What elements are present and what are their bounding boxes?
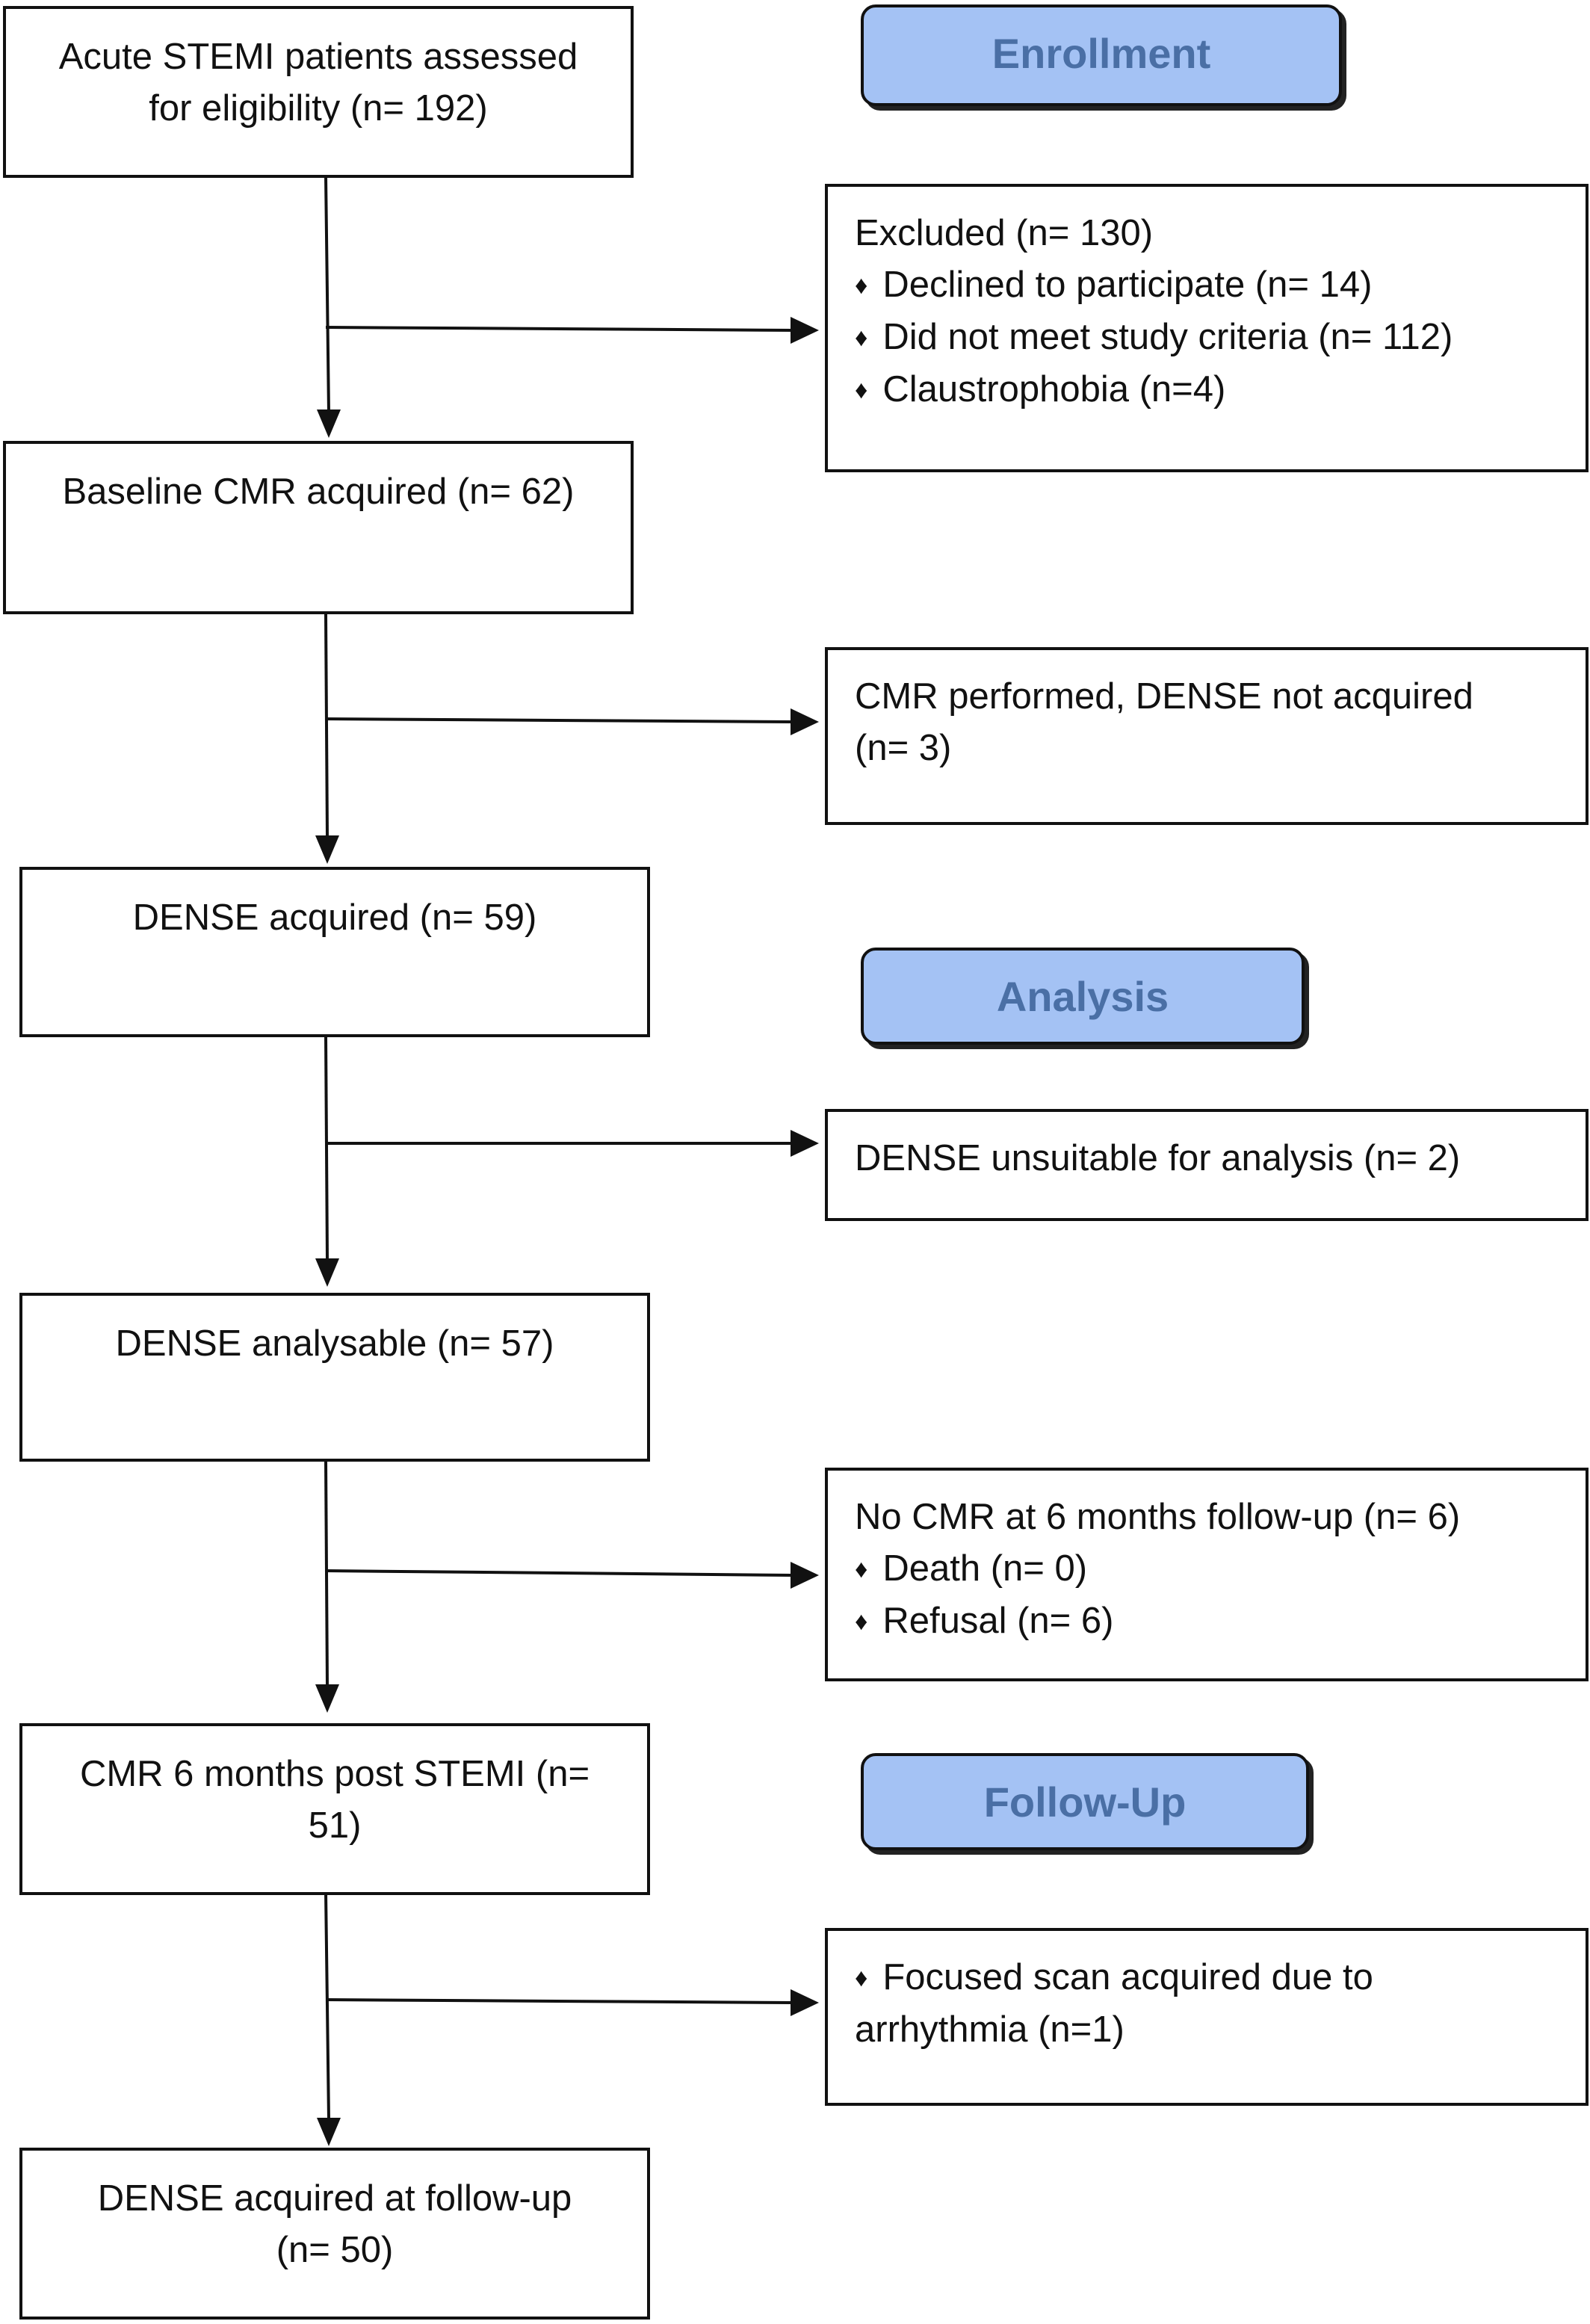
arrow-baseline-to-dense (324, 614, 329, 838)
diamond-bullet-icon: ♦ (855, 1555, 868, 1583)
arrow-to-focused (325, 1998, 793, 2004)
no-cmr-item: ♦Death (n= 0) (855, 1543, 1586, 1595)
diamond-bullet-icon: ♦ (855, 324, 868, 352)
box-cmr-6-months: CMR 6 months post STEMI (n= 51) (19, 1723, 650, 1895)
arrow-analysable-to-cmr6m (324, 1459, 329, 1687)
box-dense-followup: DENSE acquired at follow-up (n= 50) (19, 2148, 650, 2320)
box-unsuitable: DENSE unsuitable for analysis (n= 2) (825, 1109, 1589, 1221)
box-focused-scan: ♦Focused scan acquired due to arrhythmia… (825, 1928, 1589, 2106)
excluded-item: ♦Declined to participate (n= 14) (855, 259, 1586, 312)
box-assessed: Acute STEMI patients assessed for eligib… (3, 6, 634, 178)
stage-analysis: Analysis (861, 948, 1305, 1045)
stage-followup: Follow-Up (861, 1753, 1309, 1850)
arrow-to-no-cmr (325, 1569, 793, 1577)
box-baseline: Baseline CMR acquired (n= 62) (3, 441, 634, 614)
stage-enrollment: Enrollment (861, 4, 1342, 106)
focused-item: ♦Focused scan acquired due to arrhythmia… (855, 1957, 1373, 2050)
arrow-assessed-to-baseline (324, 176, 330, 413)
excluded-title: Excluded (n= 130) (855, 213, 1154, 253)
excluded-item: ♦Claustrophobia (n=4) (855, 364, 1586, 416)
box-no-dense: CMR performed, DENSE not acquired (n= 3) (825, 647, 1589, 825)
arrow-to-excluded (325, 326, 793, 332)
diamond-bullet-icon: ♦ (855, 376, 868, 404)
no-cmr-title: No CMR at 6 months follow-up (n= 6) (855, 1497, 1461, 1537)
no-cmr-item: ♦Refusal (n= 6) (855, 1595, 1586, 1648)
arrow-cmr6m-to-followup (324, 1891, 330, 2120)
diamond-bullet-icon: ♦ (855, 1607, 868, 1636)
arrow-dense-to-analysable (324, 1035, 329, 1261)
box-no-cmr-6m: No CMR at 6 months follow-up (n= 6) ♦Dea… (825, 1468, 1589, 1681)
diamond-bullet-icon: ♦ (855, 271, 868, 300)
box-dense-analysable: DENSE analysable (n= 57) (19, 1293, 650, 1462)
box-dense-acquired: DENSE acquired (n= 59) (19, 867, 650, 1037)
arrow-to-no-dense (325, 717, 793, 723)
excluded-item: ♦Did not meet study criteria (n= 112) (855, 312, 1586, 364)
diamond-bullet-icon: ♦ (855, 1964, 868, 1992)
box-excluded: Excluded (n= 130) ♦Declined to participa… (825, 184, 1589, 472)
